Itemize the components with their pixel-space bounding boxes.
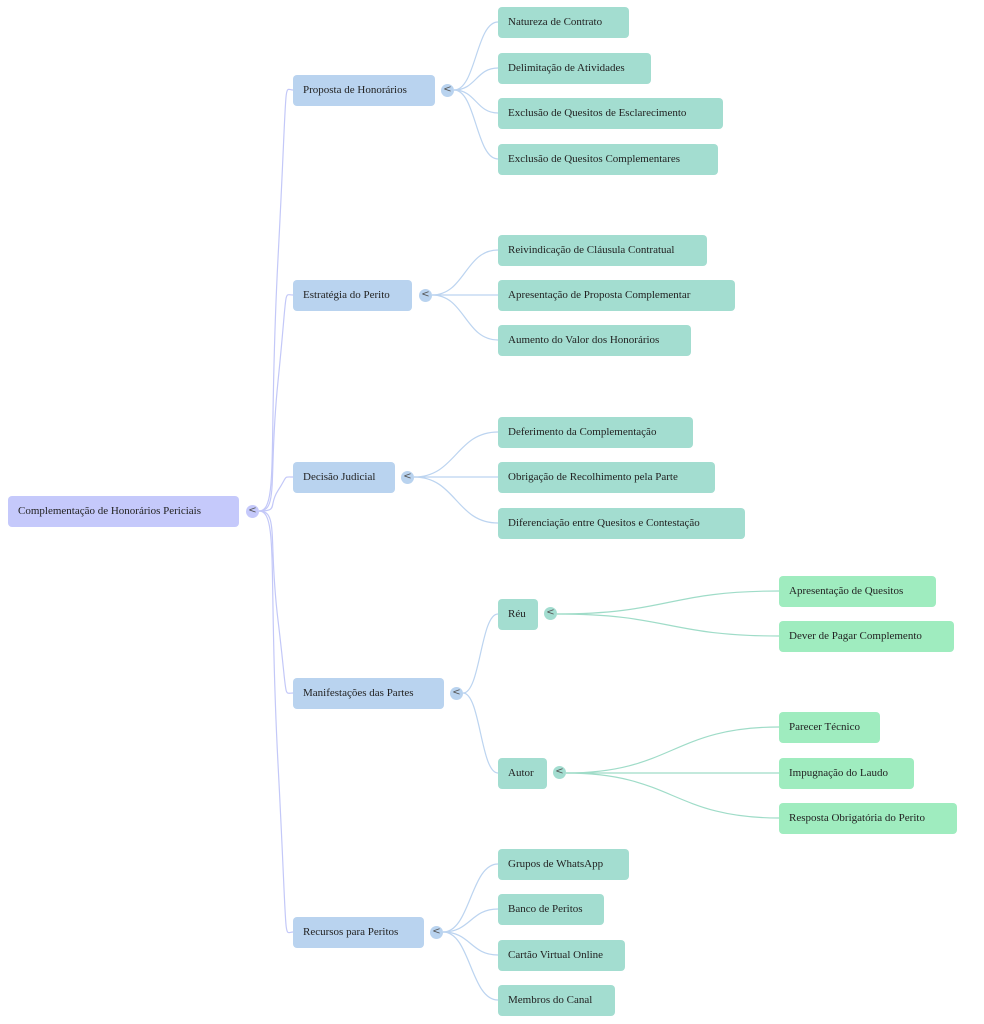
leaf-node[interactable]: Exclusão de Quesitos de Esclarecimento	[498, 98, 723, 129]
branch-node-proposta[interactable]: Proposta de Honorários	[293, 75, 435, 106]
leaf-node[interactable]: Resposta Obrigatória do Perito	[779, 803, 957, 834]
leaf-node[interactable]: Deferimento da Complementação	[498, 417, 693, 448]
edge-connector	[431, 249, 499, 296]
branch-node-recursos[interactable]: Recursos para Peritos	[293, 917, 424, 948]
edge-connector	[453, 89, 499, 160]
leaf-node[interactable]: Banco de Peritos	[498, 894, 604, 925]
leaf-node[interactable]: Diferenciação entre Quesitos e Contestaç…	[498, 508, 745, 539]
edge-connector	[442, 931, 499, 1001]
edge-connector	[442, 908, 499, 933]
leaf-node[interactable]: Obrigação de Recolhimento pela Parte	[498, 462, 715, 493]
collapse-toggle-icon[interactable]: <	[544, 607, 557, 620]
edge-connector	[442, 931, 499, 956]
leaf-node[interactable]: Exclusão de Quesitos Complementares	[498, 144, 718, 175]
leaf-node[interactable]: Aumento do Valor dos Honorários	[498, 325, 691, 356]
edge-connector	[556, 590, 780, 615]
leaf-node[interactable]: Reivindicação de Cláusula Contratual	[498, 235, 707, 266]
leaf-node[interactable]: Delimitação de Atividades	[498, 53, 651, 84]
sub-branch-node-autor[interactable]: Autor	[498, 758, 547, 789]
edge-connector	[413, 431, 499, 478]
edge-connector	[565, 726, 780, 774]
edge-root-branch	[258, 88, 294, 512]
leaf-node[interactable]: Apresentação de Quesitos	[779, 576, 936, 607]
collapse-toggle-icon[interactable]: <	[430, 926, 443, 939]
edge-root-branch	[258, 510, 294, 934]
edge-connector	[462, 692, 499, 774]
collapse-toggle-icon[interactable]: <	[441, 84, 454, 97]
leaf-node[interactable]: Membros do Canal	[498, 985, 615, 1016]
branch-node-manifestacoes[interactable]: Manifestações das Partes	[293, 678, 444, 709]
leaf-node[interactable]: Parecer Técnico	[779, 712, 880, 743]
edge-connector	[462, 613, 499, 694]
edge-connector	[413, 476, 499, 524]
leaf-node[interactable]: Impugnação do Laudo	[779, 758, 914, 789]
collapse-toggle-icon[interactable]: <	[419, 289, 432, 302]
branch-node-estrategia[interactable]: Estratégia do Perito	[293, 280, 412, 311]
branch-node-decisao[interactable]: Decisão Judicial	[293, 462, 395, 493]
edge-connector	[453, 89, 499, 114]
collapse-toggle-icon[interactable]: <	[553, 766, 566, 779]
edge-connector	[556, 613, 780, 637]
leaf-node[interactable]: Cartão Virtual Online	[498, 940, 625, 971]
edge-root-branch	[258, 510, 294, 694]
collapse-toggle-icon[interactable]: <	[246, 505, 259, 518]
sub-branch-node-reu[interactable]: Réu	[498, 599, 538, 630]
leaf-node[interactable]: Natureza de Contrato	[498, 7, 629, 38]
leaf-node[interactable]: Dever de Pagar Complemento	[779, 621, 954, 652]
edge-connector	[565, 772, 780, 819]
edge-connector	[453, 67, 499, 91]
edge-root-branch	[258, 476, 294, 512]
edge-connector	[453, 21, 499, 91]
leaf-node[interactable]: Grupos de WhatsApp	[498, 849, 629, 880]
edge-connector	[431, 294, 499, 341]
edge-root-branch	[258, 294, 294, 512]
collapse-toggle-icon[interactable]: <	[401, 471, 414, 484]
leaf-node[interactable]: Apresentação de Proposta Complementar	[498, 280, 735, 311]
edge-connector	[442, 863, 499, 933]
collapse-toggle-icon[interactable]: <	[450, 687, 463, 700]
root-node[interactable]: Complementação de Honorários Periciais	[8, 496, 239, 527]
